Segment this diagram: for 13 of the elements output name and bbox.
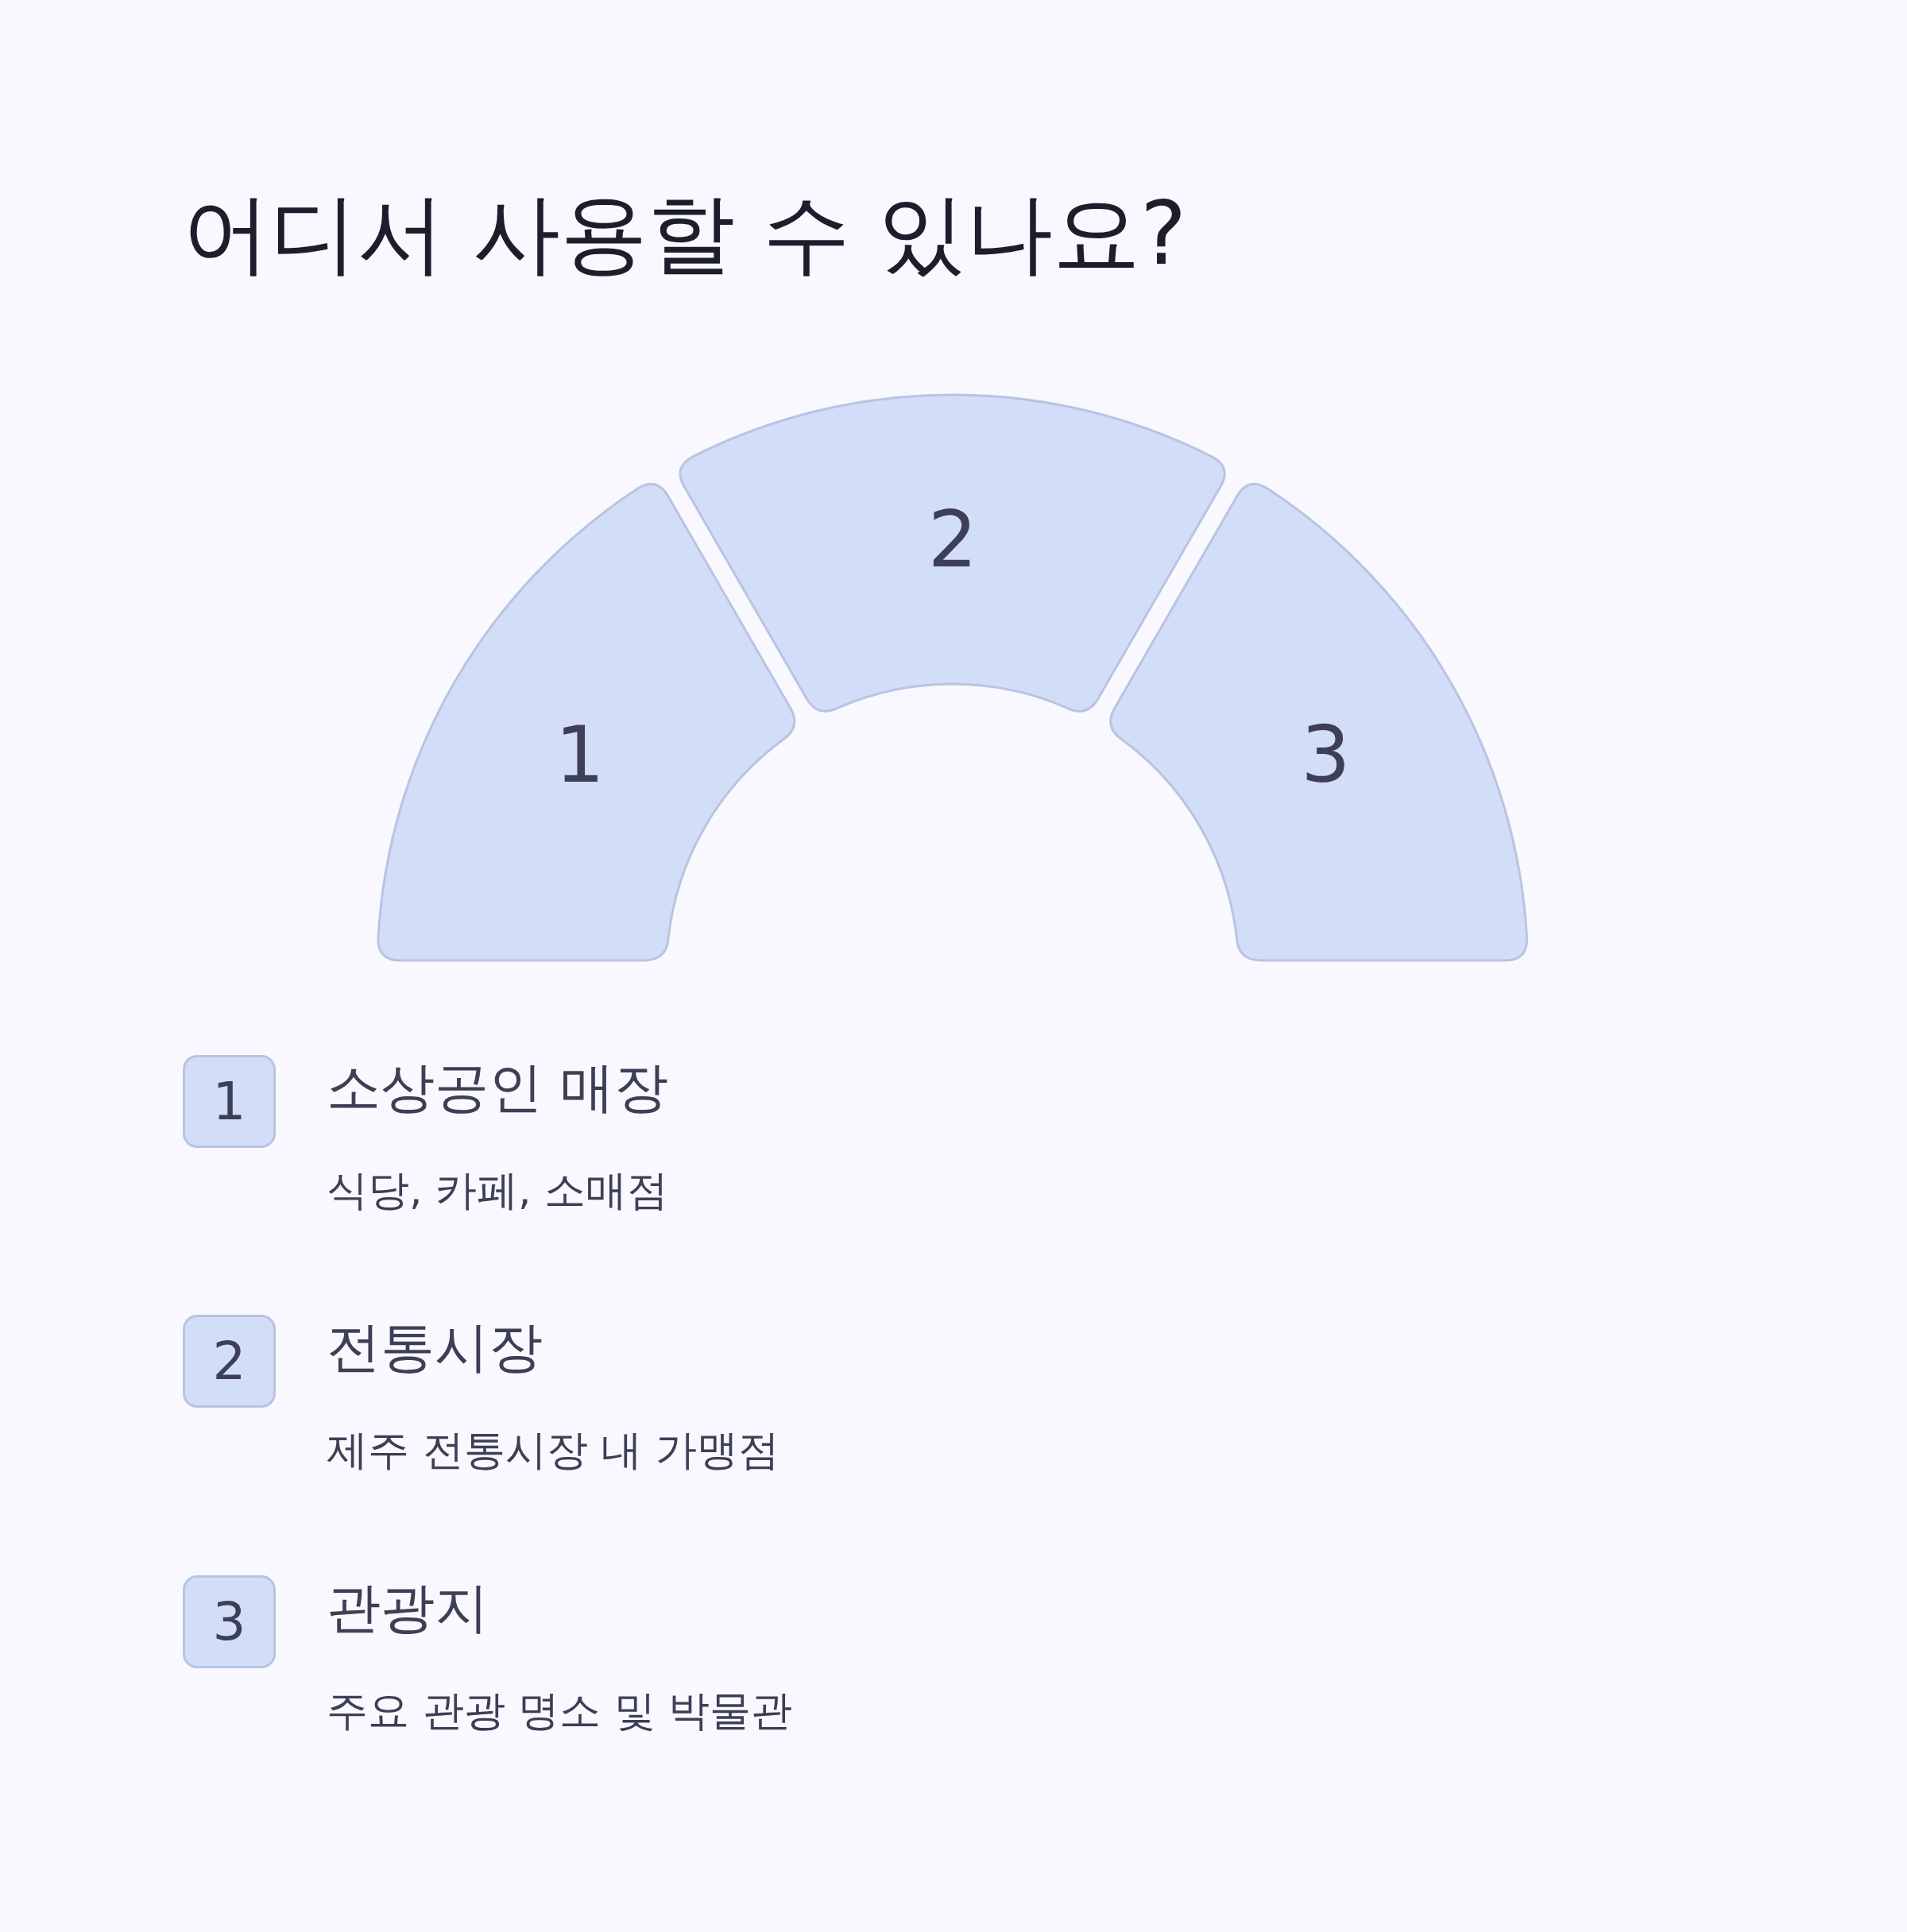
segment-number: 3 — [1301, 716, 1351, 794]
title: 어디서 사용할 수 있나요? — [183, 182, 1187, 286]
number-box: 1 — [183, 1055, 276, 1148]
number-box: 3 — [183, 1575, 276, 1668]
item-description: 식당, 카페, 소매점 — [327, 1165, 669, 1215]
number-box: 2 — [183, 1315, 276, 1408]
segment-number: 2 — [927, 500, 978, 578]
item-heading: 소상공인 매장 — [327, 1055, 668, 1120]
item-heading: 관광지 — [327, 1575, 489, 1640]
item-heading: 전통시장 — [327, 1315, 543, 1380]
segment-number: 1 — [555, 716, 605, 794]
item-description: 주요 관광 명소 및 박물관 — [327, 1686, 793, 1736]
item-description: 제주 전통시장 내 가맹점 — [327, 1425, 779, 1475]
